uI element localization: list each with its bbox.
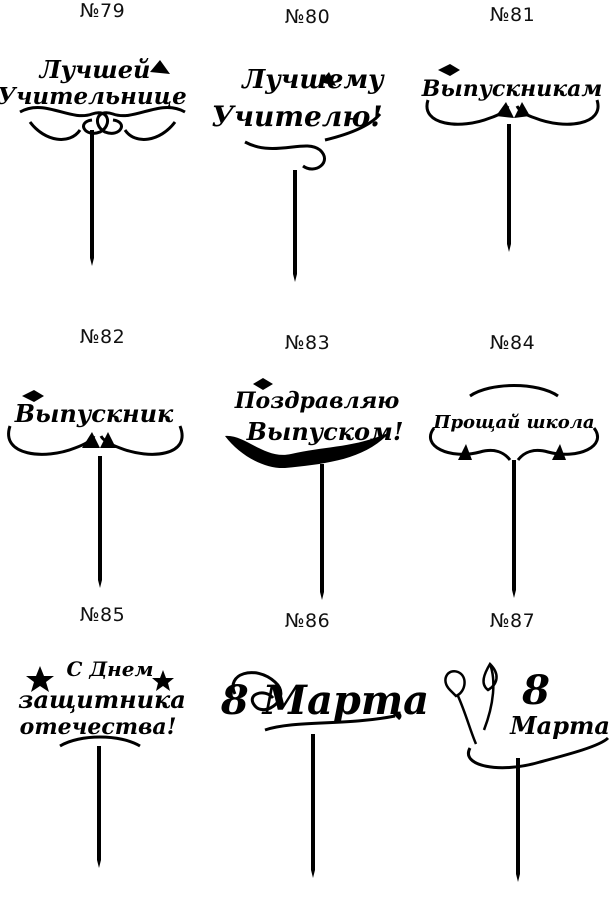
topper-79-line-1: Лучшей [38, 55, 151, 84]
topper-card-80[interactable]: №80 Лучшему Учителю! [205, 0, 410, 296]
topper-79-line-2: Учительнице [0, 83, 187, 110]
star-icon [26, 666, 54, 692]
topper-85-line-1: С Днем [67, 657, 154, 681]
topper-number: №79 [79, 0, 126, 22]
topper-card-86[interactable]: №86 8 Марта [205, 604, 429, 900]
graduation-cap-icon [22, 390, 44, 402]
topper-card-83[interactable]: №83 Поздравляю Выпуском! [205, 326, 410, 622]
topper-80-line-1: Лучшему [240, 65, 385, 95]
topper-card-85[interactable]: №85 С Днем защитника отечества! [0, 604, 205, 900]
topper-85-line-2: защитника [18, 685, 186, 714]
topper-80-line-2: Учителю! [211, 100, 382, 133]
topper-87-design: 8 Марта [444, 661, 610, 882]
tulip-icon [482, 661, 498, 692]
bell-icon [320, 72, 336, 86]
star-icon [152, 670, 174, 691]
topper-82-design: Выпускник [7, 390, 184, 588]
graduation-cap-icon [438, 64, 460, 76]
topper-85-line-3: отечества! [20, 714, 177, 740]
bell-icon [514, 102, 530, 118]
topper-81-line-1: Выпускникам [421, 76, 603, 102]
topper-86-design: 8 Марта [220, 671, 429, 878]
topper-86-line-1: 8 Марта [220, 677, 429, 724]
topper-87-line-1: 8 [521, 667, 550, 714]
bell-icon [496, 102, 514, 118]
topper-84-design: Прощай школа [429, 384, 599, 598]
topper-number: №87 [489, 610, 536, 632]
topper-card-81[interactable]: №81 Выпускникам [410, 0, 615, 296]
topper-card-79[interactable]: №79 Лучшей Учительнице [0, 0, 205, 296]
topper-number: №85 [79, 604, 126, 626]
topper-card-84[interactable]: №84 Прощай школа [410, 326, 615, 622]
bell-icon [82, 432, 100, 448]
heart-icon [393, 711, 402, 720]
topper-85-design: С Днем защитника отечества! [18, 657, 186, 868]
graduation-cap-icon [253, 378, 273, 390]
bell-icon [552, 444, 566, 460]
topper-number: №83 [284, 332, 331, 354]
topper-83-line-1: Поздравляю [234, 388, 400, 414]
topper-83-design: Поздравляю Выпуском! [225, 378, 404, 600]
topper-87-line-2: Марта [509, 711, 610, 740]
topper-79-design: Лучшей Учительнице [0, 55, 187, 266]
tulip-icon [444, 669, 466, 698]
topper-81-design: Выпускникам [421, 64, 603, 252]
topper-number: №81 [489, 4, 536, 26]
topper-number: №82 [79, 326, 126, 348]
topper-number: №80 [284, 6, 331, 28]
topper-83-line-2: Выпуском! [246, 417, 404, 446]
topper-card-87[interactable]: №87 8 Марта [410, 604, 615, 900]
bell-icon [100, 432, 116, 448]
topper-number: №86 [284, 610, 331, 632]
topper-card-82[interactable]: №82 Выпускник [0, 326, 205, 622]
bell-icon [458, 444, 472, 460]
topper-84-line-1: Прощай школа [432, 412, 594, 433]
topper-80-design: Лучшему Учителю! [211, 65, 385, 282]
topper-82-line-1: Выпускник [14, 399, 174, 428]
bell-icon [150, 60, 170, 74]
topper-number: №84 [489, 332, 536, 354]
